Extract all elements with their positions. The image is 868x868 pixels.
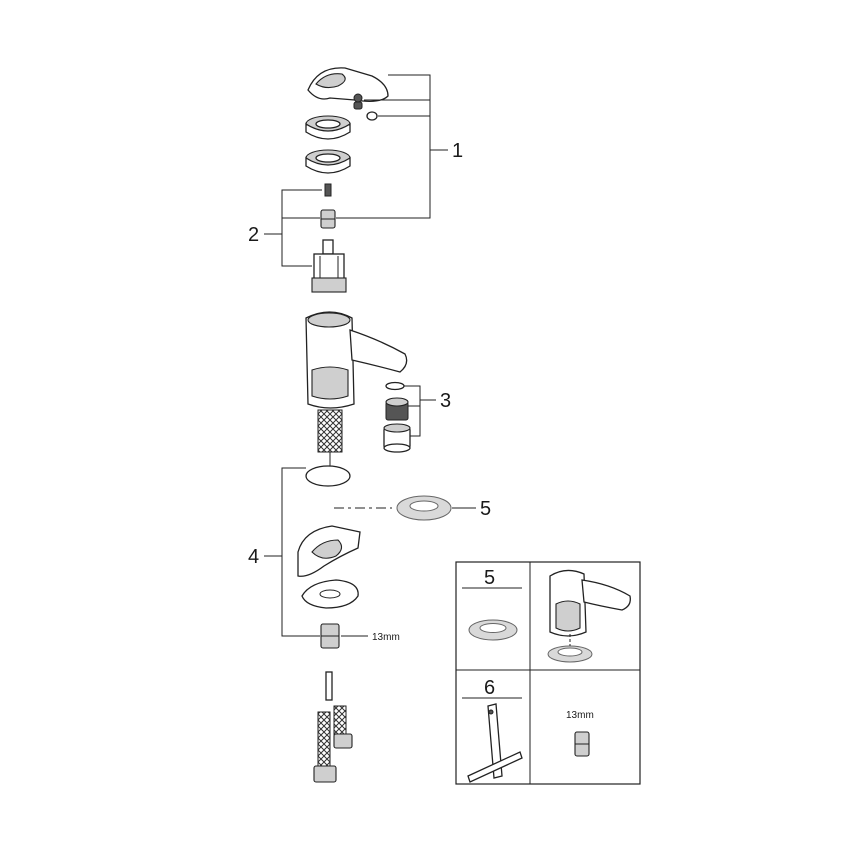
cartridge-adapter: [320, 209, 336, 229]
grub-screw: [353, 101, 363, 110]
inset-faucet-with-gasket: [547, 569, 631, 663]
inset-number-5: 5: [484, 567, 495, 589]
aerator-housing: [383, 423, 411, 453]
callout-4: 4: [248, 546, 259, 568]
supply-hoses-lower: [313, 705, 353, 783]
callout-3: 3: [440, 390, 451, 412]
lever-handle: [307, 67, 389, 103]
threaded-rod: [325, 671, 333, 701]
faucet-body: [305, 311, 408, 409]
inset-gasket: [468, 619, 518, 641]
supply-hose-upper: [317, 409, 343, 468]
inset-panel: 5 6 13mm: [455, 561, 641, 785]
base-gasket: [396, 495, 452, 521]
screw-cap: [366, 111, 378, 121]
aerator-washer: [385, 381, 405, 391]
callout-5: 5: [480, 498, 491, 520]
aerator-insert: [385, 397, 409, 421]
inset-tool-key: [467, 703, 523, 783]
callout-1-leader: [336, 74, 448, 219]
callout-2-leader: [264, 189, 322, 267]
callout-3-leader: [404, 385, 436, 437]
o-ring: [305, 465, 351, 487]
cover-ring-upper: [305, 115, 351, 140]
callout-1: 1: [452, 140, 463, 162]
inset-mounting-nut: [574, 731, 590, 757]
callout-2: 2: [248, 224, 259, 246]
callout-4-leader: [264, 467, 320, 637]
inset-number-6: 6: [484, 677, 495, 699]
mounting-bracket: [297, 525, 361, 577]
cartridge: [311, 239, 347, 293]
cartridge-screw: [324, 183, 332, 197]
wrench-size-label: 13mm: [372, 632, 400, 643]
mounting-plate: [301, 579, 359, 609]
inset-wrench-size-label: 13mm: [566, 710, 594, 721]
cover-ring-lower: [305, 149, 351, 174]
mounting-nut: [320, 623, 340, 649]
